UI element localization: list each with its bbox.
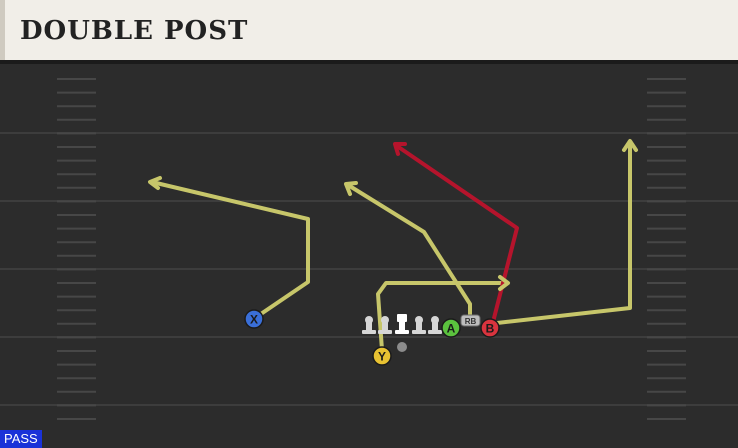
play-title-bar: DOUBLE POST bbox=[0, 0, 738, 60]
title-bar-divider bbox=[0, 60, 738, 64]
hash-marks bbox=[57, 78, 686, 420]
player-y-label: Y bbox=[378, 350, 386, 364]
rb-button-icon: RB bbox=[460, 314, 481, 327]
routes bbox=[150, 142, 632, 352]
center-icon bbox=[395, 314, 409, 334]
player-x[interactable]: X bbox=[244, 309, 264, 329]
route-y-drag bbox=[376, 281, 507, 352]
route-b-post bbox=[395, 144, 519, 328]
play-title: DOUBLE POST bbox=[20, 16, 249, 46]
player-b[interactable]: B bbox=[480, 318, 500, 338]
play-type-badge: PASS bbox=[0, 430, 42, 448]
player-x-label: X bbox=[250, 313, 258, 327]
route-a-post bbox=[346, 183, 472, 318]
play-diagram: RB X Y A B bbox=[0, 78, 738, 420]
qb-dot-icon bbox=[397, 342, 407, 352]
arrowhead-icon bbox=[148, 176, 162, 190]
lineman-icon bbox=[428, 316, 442, 334]
yard-lines bbox=[0, 132, 738, 406]
player-y[interactable]: Y bbox=[372, 346, 392, 366]
lineman-icon bbox=[412, 316, 426, 334]
offensive-line bbox=[362, 314, 442, 334]
arrowhead-icon bbox=[622, 139, 638, 152]
route-rb-go bbox=[495, 142, 632, 325]
route-x-post bbox=[150, 180, 310, 320]
lineman-icon bbox=[362, 316, 376, 334]
route-arrowheads bbox=[148, 139, 638, 291]
arrowhead-icon bbox=[498, 275, 510, 291]
rb-button-label: RB bbox=[465, 317, 477, 326]
arrowhead-icon bbox=[393, 142, 407, 156]
player-a[interactable]: A bbox=[441, 318, 461, 338]
player-b-label: B bbox=[486, 322, 495, 336]
player-a-label: A bbox=[447, 322, 456, 336]
arrowhead-icon bbox=[344, 181, 358, 196]
title-bar-accent bbox=[0, 0, 5, 60]
lineman-icon bbox=[378, 316, 392, 334]
play-diagram-field: RB X Y A B bbox=[0, 64, 738, 448]
